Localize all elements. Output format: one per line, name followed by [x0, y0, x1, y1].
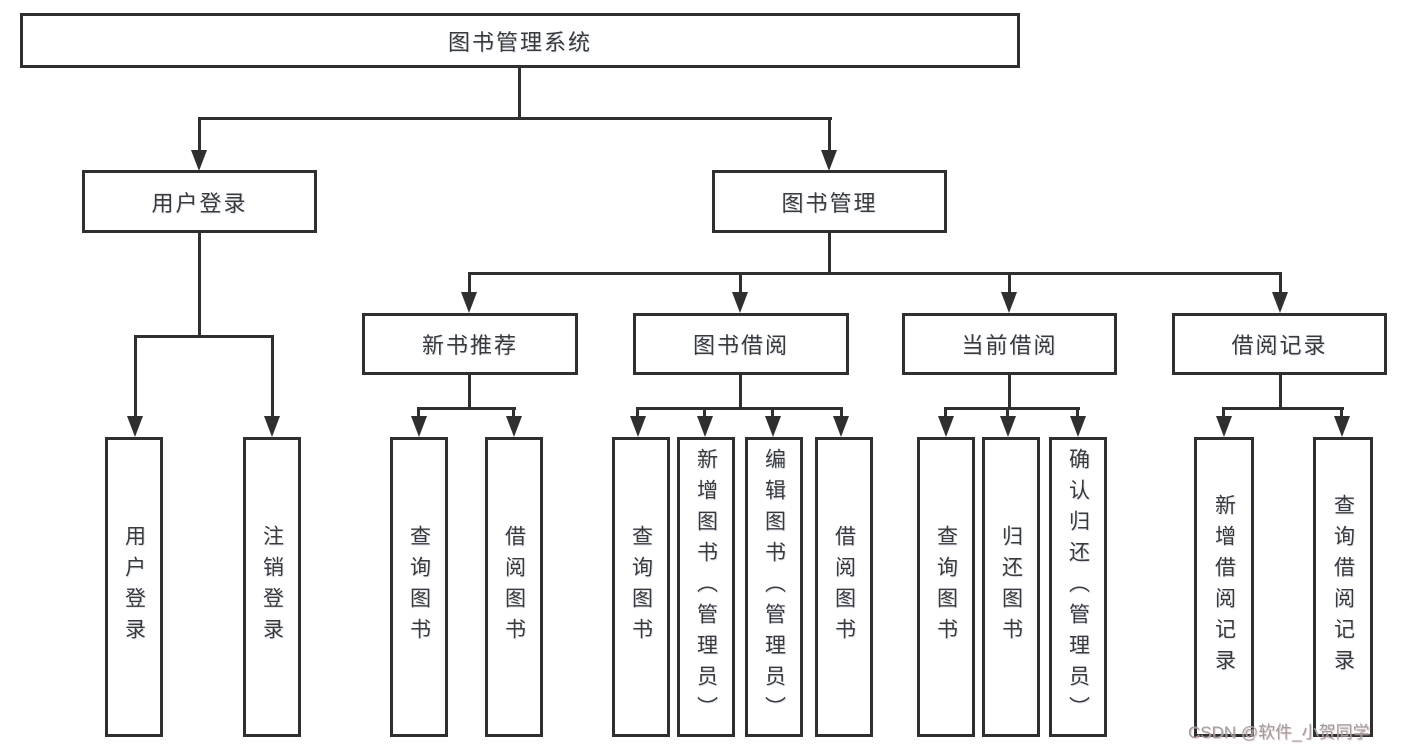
arrow-down-icon [264, 416, 280, 437]
connector-line [636, 407, 639, 418]
connector-line [1222, 407, 1225, 418]
arrow-down-icon [697, 416, 713, 437]
connector-line [1008, 272, 1011, 294]
arrow-down-icon [1334, 416, 1350, 437]
connector-line [198, 117, 201, 152]
arrow-down-icon [630, 416, 646, 437]
connector-line [417, 407, 420, 418]
connector-line [739, 272, 742, 294]
node-book-management-branch: 图书管理 [712, 170, 947, 233]
arrow-down-icon [833, 416, 849, 437]
leaf-query-books-borrow: 查询图书 [612, 437, 670, 737]
watermark: CSDN @软件_小贺同学 [1188, 723, 1370, 742]
leaf-query-borrow-record: 查询借阅记录 [1313, 437, 1373, 737]
arrow-down-icon [1001, 292, 1017, 313]
connector-line [468, 272, 471, 294]
connector-line [1279, 375, 1282, 407]
node-user-login-branch: 用户登录 [82, 170, 317, 233]
connector-line [1006, 407, 1009, 418]
connector-line [1222, 407, 1344, 410]
connector-line [468, 375, 471, 407]
arrow-down-icon [411, 416, 427, 437]
arrow-down-icon [506, 416, 522, 437]
connector-line [417, 407, 516, 410]
connector-line [1279, 272, 1282, 294]
arrow-down-icon [821, 150, 837, 171]
leaf-add-borrow-record: 新增借阅记录 [1194, 437, 1254, 737]
leaf-query-books-recommend: 查询图书 [390, 437, 448, 737]
connector-line [636, 407, 843, 410]
connector-line [198, 117, 832, 120]
connector-line [469, 272, 1282, 275]
connector-line [840, 407, 843, 418]
node-borrow-records: 借阅记录 [1172, 313, 1387, 375]
connector-line [518, 68, 521, 117]
leaf-return-book: 归还图书 [982, 437, 1040, 737]
leaf-add-book-admin: 新增图书（管理员） [677, 437, 735, 737]
node-new-book-recommend: 新书推荐 [362, 313, 578, 375]
leaf-query-books-current: 查询图书 [917, 437, 975, 737]
node-book-borrow: 图书借阅 [633, 313, 849, 375]
leaf-user-login: 用户登录 [105, 437, 163, 737]
connector-line [828, 233, 831, 272]
arrow-down-icon [127, 416, 143, 437]
connector-line [1008, 375, 1011, 407]
connector-line [512, 407, 515, 418]
connector-line [271, 335, 274, 417]
arrow-down-icon [1000, 416, 1016, 437]
connector-line [703, 407, 706, 418]
arrow-down-icon [461, 292, 477, 313]
leaf-borrow-books-recommend: 借阅图书 [485, 437, 543, 737]
connector-line [771, 407, 774, 418]
leaf-logout: 注销登录 [243, 437, 301, 737]
connector-line [1340, 407, 1343, 418]
node-root: 图书管理系统 [20, 13, 1020, 68]
connector-line [198, 233, 201, 335]
leaf-edit-book-admin: 编辑图书（管理员） [745, 437, 803, 737]
node-current-borrow: 当前借阅 [902, 313, 1117, 375]
arrow-down-icon [1070, 416, 1086, 437]
connector-line [828, 117, 831, 152]
leaf-borrow-books: 借阅图书 [815, 437, 873, 737]
arrow-down-icon [938, 416, 954, 437]
connector-line [944, 407, 947, 418]
arrow-down-icon [1272, 292, 1288, 313]
connector-line [134, 335, 137, 417]
connector-line [1076, 407, 1079, 418]
connector-line [739, 375, 742, 407]
arrow-down-icon [732, 292, 748, 313]
connector-line [134, 335, 274, 338]
arrow-down-icon [191, 150, 207, 171]
arrow-down-icon [765, 416, 781, 437]
arrow-down-icon [1216, 416, 1232, 437]
leaf-confirm-return-admin: 确认归还（管理员） [1049, 437, 1107, 737]
connector-line [944, 407, 1080, 410]
